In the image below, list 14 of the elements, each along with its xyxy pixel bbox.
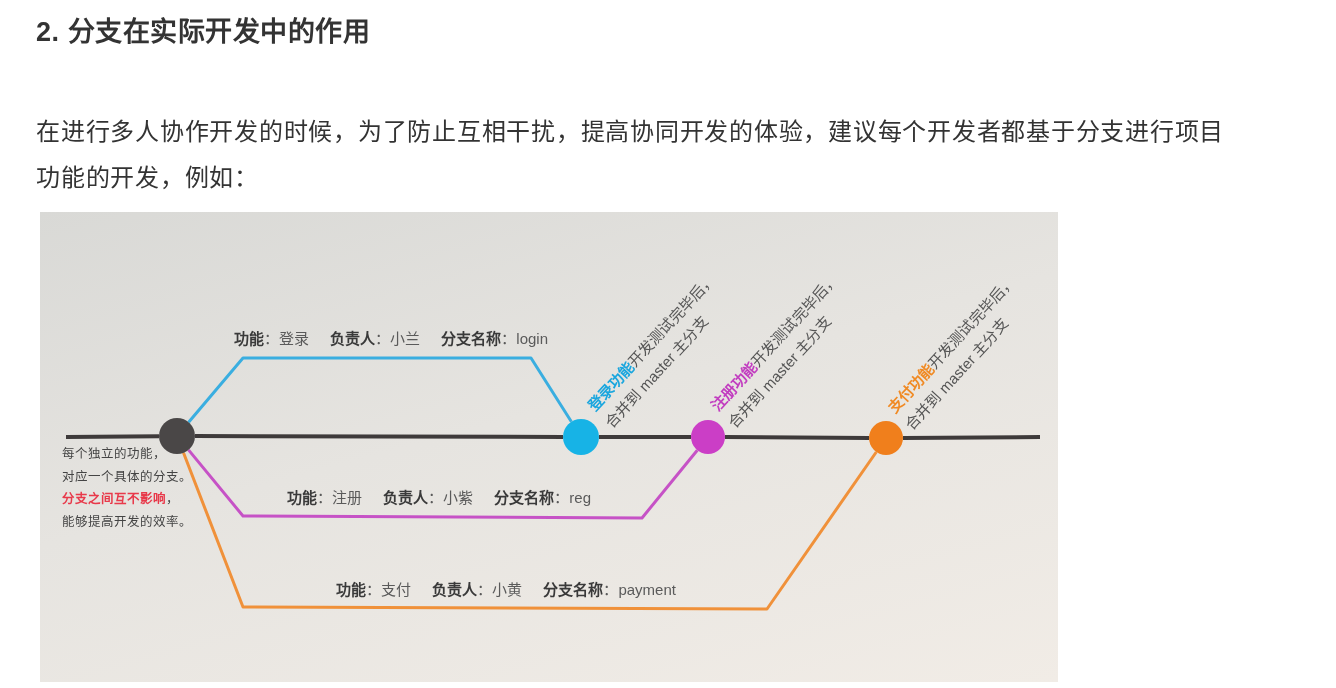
paragraph: 在进行多人协作开发的时候，为了防止互相干扰，提高协同开发的体验，建议每个开发者都基于分支进行项目功能的开发，例如： [36, 117, 1225, 193]
main-line [195, 434, 563, 439]
edge-label: 功能：支付 负责人：小黄 分支名称：payment [336, 580, 676, 600]
main-line [599, 435, 691, 439]
main-line [903, 435, 1040, 440]
heading: 2. 分支在实际开发中的作用 [36, 16, 371, 49]
edge-label: 功能：登录 负责人：小兰 分支名称：login [234, 329, 548, 349]
branch-line [187, 448, 699, 520]
note-text: 每个独立的功能，对应一个具体的分支。分支之间互不影响，能够提高开发的效率。 [62, 446, 193, 532]
branch-line [182, 451, 878, 611]
branch-line [187, 356, 573, 424]
edge-label: 功能：注册 负责人：小紫 分支名称：reg [287, 488, 591, 508]
main-line [725, 435, 869, 440]
main-line [66, 434, 160, 439]
